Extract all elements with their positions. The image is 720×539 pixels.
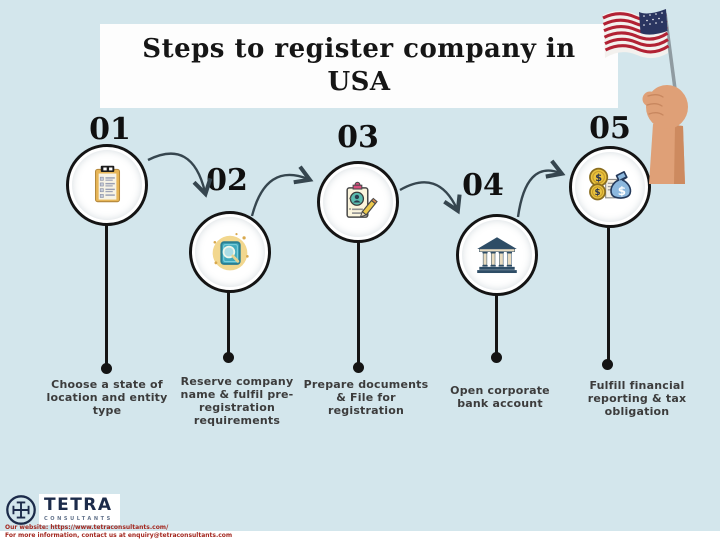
- step-label-01: Choose a state of location and entity ty…: [46, 378, 168, 417]
- step-label-04: Open corporate bank account: [450, 384, 550, 410]
- brand-subtitle: CONSULTANTS: [44, 516, 113, 522]
- brand-logo: TETRA CONSULTANTS: [4, 493, 120, 527]
- bottom-strip: [0, 531, 720, 539]
- step-connector-line: [495, 294, 498, 355]
- step-number-02: 02: [206, 163, 248, 198]
- svg-text:$: $: [618, 184, 626, 198]
- bank-icon: [477, 237, 517, 274]
- step-connector-dot: [602, 359, 613, 370]
- step-number-03: 03: [337, 120, 379, 155]
- checklist-icon: [95, 165, 121, 203]
- contact-info-text: For more information, contact us at enqu…: [5, 532, 233, 539]
- title-banner: Steps to register company in USA: [100, 24, 618, 108]
- money-icon: $ $ $: [589, 167, 632, 201]
- step-circle-03: [317, 161, 399, 243]
- step-circle-04: [456, 214, 538, 296]
- arrow-step4-step5: [516, 159, 566, 218]
- document-signing-icon: [346, 181, 378, 218]
- website-link-text: Our website: https://www.tetraconsultant…: [5, 524, 169, 531]
- step-connector-dot: [491, 352, 502, 363]
- page-title-line2: USA: [327, 67, 391, 97]
- step-connector-line: [105, 225, 108, 367]
- step-number-05: 05: [589, 111, 631, 146]
- step-connector-dot: [223, 352, 234, 363]
- step-circle-05: $ $ $: [569, 146, 651, 228]
- brand-name: TETRA: [44, 495, 113, 515]
- step-label-02: Reserve company name & fulfil pre-regist…: [180, 375, 294, 427]
- brand-logo-text: TETRA CONSULTANTS: [39, 494, 120, 525]
- page-title-line1: Steps to register company in: [142, 33, 576, 64]
- step-label-03: Prepare documents & File for registratio…: [303, 378, 429, 417]
- step-connector-line: [607, 226, 610, 362]
- step-number-04: 04: [462, 168, 504, 203]
- step-connector-line: [227, 291, 230, 355]
- step-circle-01: [66, 144, 148, 226]
- step-number-01: 01: [89, 112, 131, 147]
- svg-text:$: $: [595, 173, 602, 184]
- search-book-icon: [212, 233, 249, 271]
- hand: [642, 85, 688, 184]
- svg-text:$: $: [595, 188, 601, 198]
- step-label-05: Fulfill financial reporting & tax obliga…: [587, 379, 687, 418]
- step-circle-02: [189, 211, 271, 293]
- step-connector-dot: [353, 362, 364, 373]
- step-connector-dot: [101, 363, 112, 374]
- usa-flag-in-hand: [602, 9, 688, 184]
- step-connector-line: [357, 241, 360, 365]
- tetra-consultants-logo-icon: [6, 495, 36, 525]
